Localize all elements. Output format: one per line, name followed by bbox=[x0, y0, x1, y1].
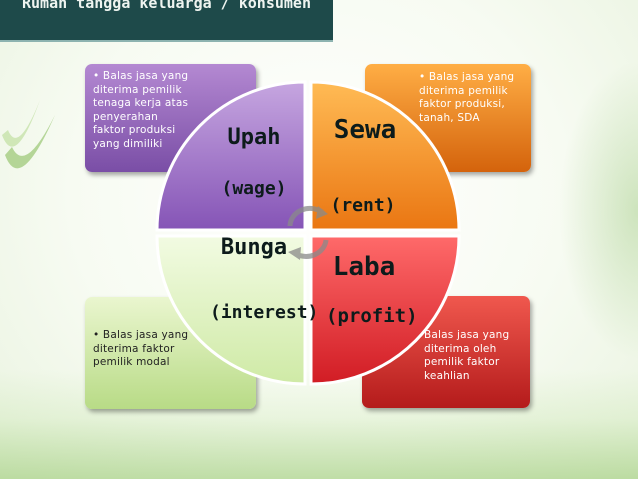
quadrant-laba bbox=[309, 234, 461, 386]
background-leaves bbox=[558, 60, 638, 360]
sewa-label: Sewa bbox=[333, 115, 397, 145]
interest-label: (interest) bbox=[210, 302, 319, 323]
background-swoosh-icon bbox=[2, 100, 55, 169]
laba-label: Laba bbox=[332, 252, 396, 282]
quadrant-bunga bbox=[155, 234, 307, 386]
upah-label: Upah bbox=[227, 125, 281, 150]
title-bar: Rumah tangga keluarga / konsumen bbox=[0, 0, 333, 42]
profit-label: (profit) bbox=[326, 305, 418, 327]
circular-arrows-icon bbox=[287, 205, 329, 260]
card-laba-text: Balas jasa yang diterima oleh pemilik fa… bbox=[424, 329, 510, 382]
card-sewa-text: • Balas jasa yang diterima pemilik fakto… bbox=[419, 71, 515, 124]
card-sewa-description: • Balas jasa yang diterima pemilik fakto… bbox=[365, 64, 531, 172]
bunga-label: Bunga bbox=[220, 235, 288, 260]
quadrant-sewa bbox=[309, 80, 461, 232]
page-title: Rumah tangga keluarga / konsumen bbox=[22, 0, 311, 12]
rent-label: (rent) bbox=[330, 195, 396, 216]
wage-label: (wage) bbox=[221, 178, 287, 199]
card-bunga-text: • Balas jasa yang diterima faktor pemili… bbox=[93, 329, 189, 368]
card-upah-text: • Balas jasa yang diterima pemilik tenag… bbox=[93, 70, 189, 150]
quadrant-upah bbox=[155, 80, 307, 232]
